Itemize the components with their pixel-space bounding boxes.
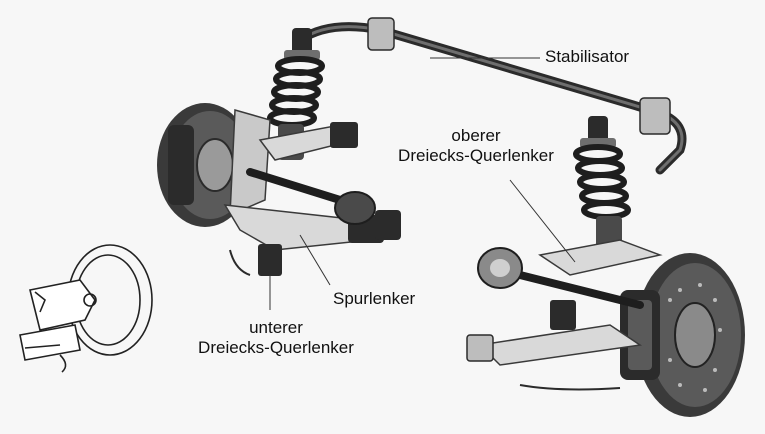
drive-shaft-right xyxy=(477,247,644,309)
leader-lines xyxy=(269,57,576,310)
label-stabilisator: Stabilisator xyxy=(545,47,630,66)
label-oberer-line1: oberer xyxy=(451,126,501,145)
lower-wishbone-right xyxy=(466,300,643,366)
brake-disc-right xyxy=(620,253,745,417)
label-oberer-line2: Dreiecks-Querlenker xyxy=(398,146,554,165)
label-unterer-line2: Dreiecks-Querlenker xyxy=(198,338,354,357)
coil-spring-right xyxy=(573,116,631,256)
brake-disc-left xyxy=(157,103,271,227)
label-oberer-querlenker: oberer Dreiecks-Querlenker xyxy=(388,126,564,166)
leader-spurlenker xyxy=(299,234,331,286)
upper-wishbone-right xyxy=(538,239,663,276)
label-unterer-querlenker: unterer Dreiecks-Querlenker xyxy=(188,318,364,358)
upper-wishbone-left xyxy=(258,122,358,161)
stabilizer-bar xyxy=(295,17,687,175)
bushing-detail-icon xyxy=(19,244,153,373)
label-unterer-line1: unterer xyxy=(249,318,303,337)
drive-shaft-left xyxy=(246,168,401,240)
leader-oberer xyxy=(509,179,576,263)
label-spurlenker: Spurlenker xyxy=(333,289,416,308)
